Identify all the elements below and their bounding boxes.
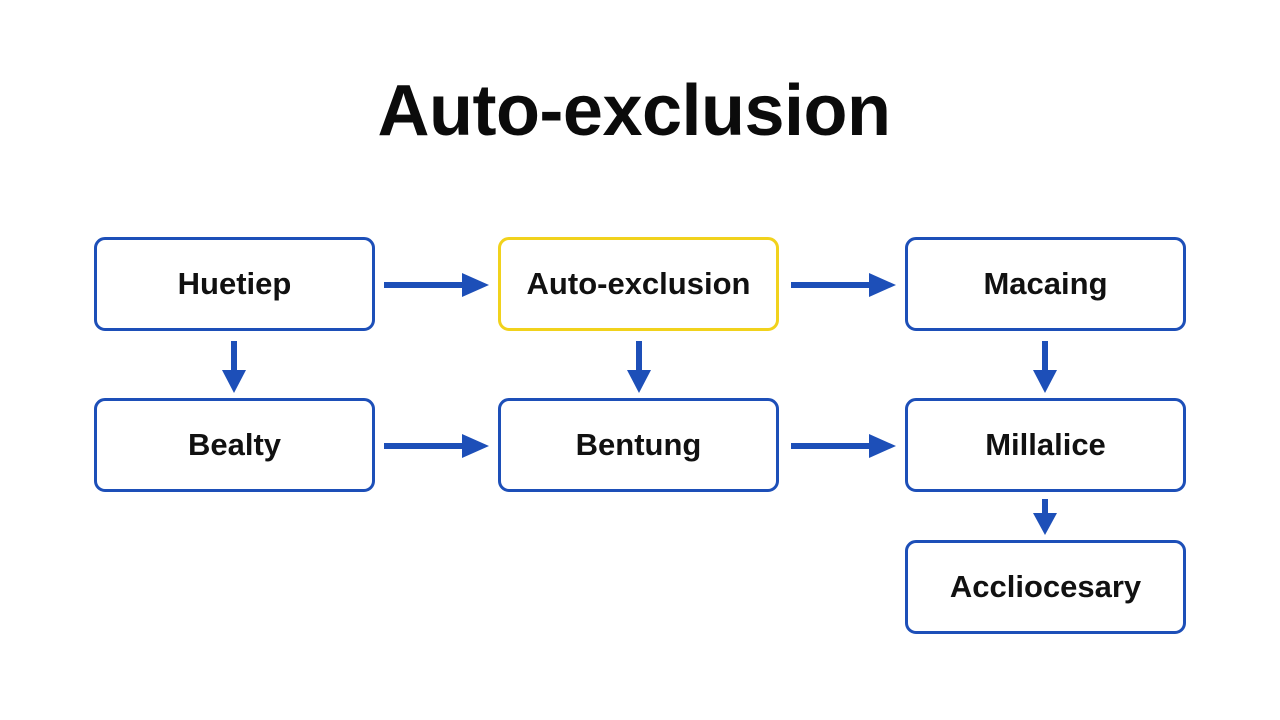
edge-n5-n6	[791, 434, 896, 458]
edge-n1-n2	[384, 273, 489, 297]
node-macaing[interactable]: Macaing	[905, 237, 1186, 331]
node-accliocesary[interactable]: Accliocesary	[905, 540, 1186, 634]
node-label: Bentung	[575, 427, 702, 462]
edge-n4-n5	[384, 434, 489, 458]
diagram-title: Auto-exclusion	[377, 71, 891, 151]
node-label: Accliocesary	[949, 569, 1142, 604]
edge-n1-n4	[222, 341, 246, 393]
node-label: Auto-exclusion	[526, 266, 751, 301]
node-bentung[interactable]: Bentung	[498, 398, 779, 492]
node-auto-exclusion[interactable]: Auto-exclusion	[498, 237, 779, 331]
node-label: Millalice	[985, 427, 1106, 462]
edge-n3-n6	[1033, 341, 1057, 393]
node-label: Huetiep	[177, 266, 292, 301]
node-label: Macaing	[983, 266, 1108, 301]
edge-n2-n3	[791, 273, 896, 297]
node-bealty[interactable]: Bealty	[94, 398, 375, 492]
edge-n2-n5	[627, 341, 651, 393]
node-label: Bealty	[187, 427, 282, 462]
node-millalice[interactable]: Millalice	[905, 398, 1186, 492]
node-huetiep[interactable]: Huetiep	[94, 237, 375, 331]
edge-n6-n7	[1033, 499, 1057, 535]
